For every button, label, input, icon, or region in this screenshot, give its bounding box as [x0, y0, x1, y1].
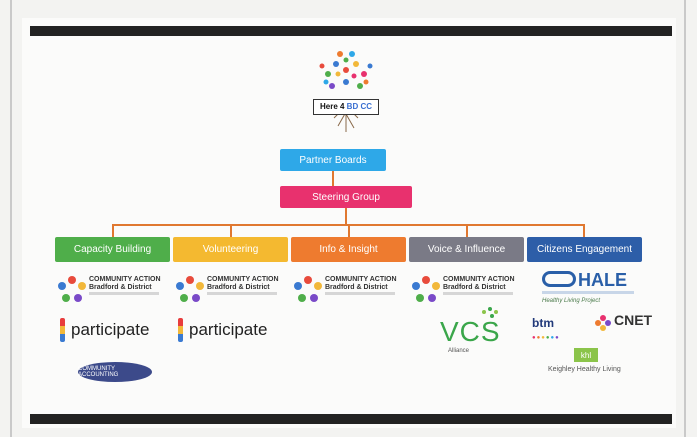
cnet-text: CNET	[614, 312, 653, 328]
slide	[22, 18, 676, 428]
logo-text-accent: BD CC	[346, 102, 373, 111]
cnet-logo: CNET	[594, 312, 656, 338]
category-info-insight: Info & Insight	[291, 237, 406, 262]
vcs-text: VCS	[440, 316, 501, 347]
hale-tagline: Healthy Living Project	[542, 298, 601, 304]
bottom-border-bar	[30, 414, 672, 424]
category-label: Citizens Engagement	[536, 244, 633, 255]
logo-text-main: Here 4	[319, 102, 347, 111]
khl-caption: Keighley Healthy Living	[548, 366, 621, 373]
steering-group-box: Steering Group	[280, 186, 412, 208]
vcs-alliance-logo: VCS Alliance	[440, 307, 510, 358]
ca-line2: Bradford & District	[443, 284, 506, 291]
hale-rings-icon	[542, 271, 576, 287]
connector-partner-steering	[332, 171, 334, 186]
ca-line1: COMMUNITY ACTION	[89, 276, 161, 283]
connector-steering-down	[345, 208, 347, 225]
scan-edge-right	[684, 0, 686, 437]
btm-logo: btm ●●●●●●	[532, 316, 588, 342]
community-accounting-text: COMMUNITY ACCOUNTING	[78, 366, 119, 378]
connector-drop-3	[348, 224, 350, 237]
scan-edge-left	[10, 0, 12, 437]
khl-badge: khl	[574, 348, 598, 362]
khl-logo: khl Keighley Healthy Living	[548, 348, 630, 376]
hale-logo: HALE Healthy Living Project	[540, 268, 636, 308]
community-accounting-logo: COMMUNITY ACCOUNTING	[78, 362, 152, 382]
vcs-sub-text: Alliance	[448, 348, 470, 354]
btm-dots-icon: ●●●●●●	[532, 335, 560, 341]
here4bd-logo: Here 4 BD CC	[313, 99, 379, 115]
ca-line1: COMMUNITY ACTION	[443, 276, 515, 283]
category-citizens-engagement: Citizens Engagement	[527, 237, 642, 262]
participate-text: participate	[71, 320, 150, 339]
category-volunteering: Volunteering	[173, 237, 288, 262]
category-label: Voice & Influence	[427, 244, 506, 255]
category-label: Volunteering	[202, 244, 259, 255]
cnet-flower-icon	[595, 315, 611, 331]
category-label: Info & Insight	[319, 244, 378, 255]
btm-text: btm	[532, 316, 554, 330]
participate-mark-icon	[178, 318, 183, 342]
connector-drop-1	[112, 224, 114, 237]
category-label: Capacity Building	[73, 244, 152, 255]
ca-line1: COMMUNITY ACTION	[325, 276, 397, 283]
community-action-people-icon	[176, 276, 204, 302]
community-action-people-icon	[58, 276, 86, 302]
tree-logo-icon	[319, 51, 373, 132]
participate-logo: participate	[60, 318, 149, 342]
ca-line2: Bradford & District	[89, 284, 152, 291]
ca-line2: Bradford & District	[207, 284, 270, 291]
category-capacity-building: Capacity Building	[55, 237, 170, 262]
community-action-people-icon	[294, 276, 322, 302]
participate-text: participate	[189, 320, 268, 339]
participate-logo: participate	[178, 318, 267, 342]
vcs-dots-icon	[482, 307, 498, 318]
top-border-bar	[30, 26, 672, 36]
category-voice-influence: Voice & Influence	[409, 237, 524, 262]
community-action-people-icon	[412, 276, 440, 302]
connector-drop-2	[230, 224, 232, 237]
ca-line1: COMMUNITY ACTION	[207, 276, 279, 283]
ca-line2: Bradford & District	[325, 284, 388, 291]
hale-text: HALE	[578, 270, 627, 290]
partner-boards-box: Partner Boards	[280, 149, 386, 171]
connector-drop-5	[583, 224, 585, 237]
participate-mark-icon	[60, 318, 65, 342]
connector-drop-4	[466, 224, 468, 237]
